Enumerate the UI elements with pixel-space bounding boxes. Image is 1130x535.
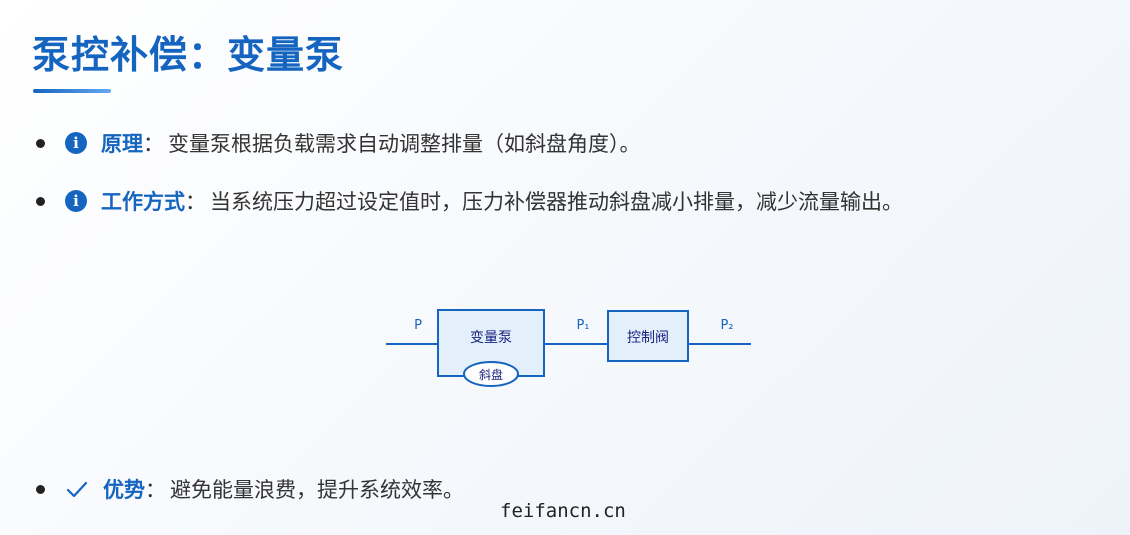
bullet-term: 工作方式: [101, 190, 185, 214]
p1-label: P₁: [576, 318, 589, 333]
bullet-principle: i 原理 ： 变量泵根据负载需求自动调整排量（如斜盘角度）。: [36, 128, 641, 158]
bullet-dot: [36, 196, 45, 206]
swashplate-ellipse: [463, 361, 519, 387]
bullet-separator: ：: [143, 132, 164, 156]
bullet-operation: i 工作方式 ： 当系统压力超过设定值时，压力补偿器推动斜盘减小排量，减少流量输…: [36, 186, 903, 216]
bullet-term: 原理: [101, 132, 143, 156]
bullet-term: 优势: [103, 478, 145, 502]
bullet-text: 当系统压力超过设定值时，压力补偿器推动斜盘减小排量，减少流量输出。: [210, 190, 903, 214]
bullet-separator: ：: [145, 478, 166, 502]
valve-box: [607, 310, 689, 362]
bullet-text: 变量泵根据负载需求自动调整排量（如斜盘角度）。: [168, 132, 641, 156]
p-label: P: [414, 318, 422, 333]
bullet-dot: [36, 138, 45, 148]
check-icon: [66, 481, 88, 498]
page-title: 泵控补偿：变量泵: [32, 33, 345, 77]
info-icon: i: [65, 190, 87, 212]
valve-label: 控制阀: [627, 330, 669, 346]
title-underline: [33, 89, 111, 93]
p2-label: P₂: [720, 318, 733, 333]
bullet-dot: [36, 484, 45, 494]
pump-label: 变量泵: [470, 330, 512, 346]
bullet-text: 避免能量浪费，提升系统效率。: [170, 478, 464, 502]
bullet-advantage: 优势 ： 避免能量浪费，提升系统效率。: [36, 474, 464, 504]
info-icon: i: [65, 132, 87, 154]
watermark: feifancn.cn: [500, 500, 626, 522]
swashplate-label: 斜盘: [479, 367, 503, 382]
bullet-separator: ：: [185, 190, 206, 214]
